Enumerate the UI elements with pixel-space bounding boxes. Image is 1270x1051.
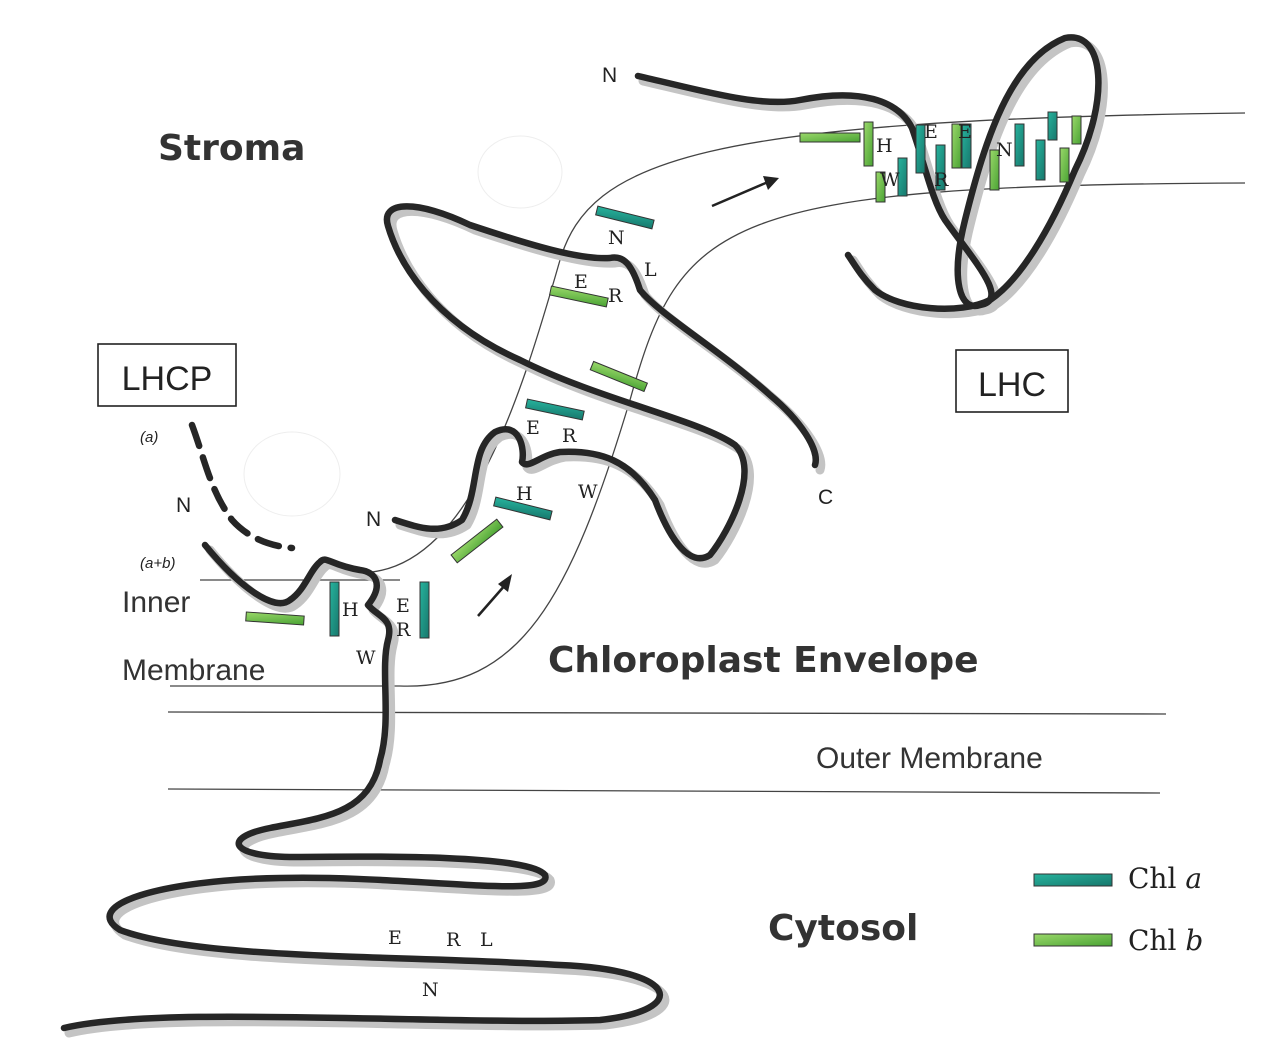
lhcp-label: LHCP (122, 360, 213, 398)
outer-membrane-top-line (167, 711, 1167, 715)
residue-h: H (876, 135, 893, 157)
residue-h: H (342, 599, 359, 621)
chl-a-bar (935, 144, 946, 191)
arrowhead-icon (763, 176, 779, 190)
n-terminus-lhcp: N (176, 494, 191, 517)
chl-a-bar (897, 157, 908, 197)
n-terminus-inner: N (366, 508, 381, 531)
residue-w: W (578, 481, 598, 503)
cytosol-label: Cytosol (768, 908, 918, 949)
residue-e: E (924, 121, 938, 143)
residue-r: R (396, 619, 411, 641)
chl-a-bar (961, 123, 972, 169)
inner-membrane-chain (383, 203, 819, 562)
lhcp-box: LHCP (97, 343, 237, 407)
cytosolic-unfolded-chain (60, 541, 664, 1032)
arrowhead-icon (498, 574, 512, 592)
stroma-blob (477, 135, 563, 209)
outer-membrane-bottom-line (167, 788, 1161, 794)
lhcp-blob (243, 431, 341, 517)
chl-b-bar (589, 360, 649, 393)
outer-membrane-label: Outer Membrane (816, 742, 1043, 775)
chl-a-bar (1014, 123, 1025, 167)
residue-w: W (880, 169, 900, 191)
inner-membrane-label-line1: Inner (122, 586, 190, 619)
chl-b-bar (450, 518, 504, 564)
membrane-lines (167, 112, 1246, 794)
residue-w: W (356, 647, 376, 669)
chl-a-bar (493, 496, 553, 521)
annotation-a-plus-b: (a+b) (140, 555, 175, 572)
residue-r: R (934, 169, 949, 191)
residue-n: N (608, 227, 625, 249)
residue-e: E (396, 595, 410, 617)
chl-b-bar (989, 149, 1000, 191)
residue-e: E (526, 417, 540, 439)
legend-chl-a-swatch (1033, 873, 1113, 887)
chlorophyll-bars (245, 111, 1082, 639)
legend-chl-b-swatch (1033, 933, 1113, 947)
legend: Chl a Chl b (1033, 862, 1203, 957)
residue-l: L (644, 259, 657, 281)
stroma-label: Stroma (158, 128, 305, 169)
lhcp-n-terminal-dashed (188, 421, 296, 552)
chl-a-bar (1047, 111, 1058, 141)
n-terminus-lhc: N (602, 64, 617, 87)
protein-chains (60, 34, 1102, 1032)
chl-a-bar (1035, 139, 1046, 181)
inner-membrane-label-line2: Membrane (122, 654, 265, 687)
chl-b-bar (951, 123, 962, 169)
residue-r: R (608, 285, 623, 307)
chl-b-bar (549, 285, 609, 308)
annotation-a: (a) (140, 429, 158, 446)
insertion-channel-outline (371, 112, 1246, 573)
chl-b-bar (1059, 147, 1070, 183)
c-terminus: C (818, 486, 833, 509)
residue-e: E (958, 121, 972, 143)
chl-b-bar (875, 171, 886, 203)
chl-a-bar (329, 581, 340, 637)
residue-r: R (562, 425, 577, 447)
residue-e: E (574, 271, 588, 293)
residue-h: H (516, 483, 533, 505)
chl-b-bar (863, 121, 874, 167)
chl-b-bar (245, 611, 305, 626)
lhc-label: LHC (978, 366, 1046, 404)
legend-chl-a-label: Chl a (1128, 862, 1202, 895)
chl-a-bar (419, 581, 430, 639)
chl-a-bar (595, 205, 655, 230)
lhc-box: LHC (955, 349, 1069, 413)
residue-l: L (480, 929, 493, 951)
fold-arrow (711, 180, 769, 208)
residue-n: N (422, 979, 439, 1001)
chl-b-bar (799, 132, 861, 143)
residue-r: R (446, 929, 461, 951)
chloroplast-envelope-label: Chloroplast Envelope (548, 640, 979, 681)
chl-a-bar (915, 124, 926, 174)
residue-n: N (996, 139, 1013, 161)
residue-e: E (388, 927, 402, 949)
legend-chl-b-label: Chl b (1128, 924, 1203, 957)
chl-b-bar (1071, 115, 1082, 145)
lhc-folded-chain (634, 34, 1102, 312)
insertion-channel-outline-lower (399, 182, 1246, 687)
arrows (477, 176, 779, 617)
chl-a-bar (525, 398, 585, 421)
import-arrow (477, 583, 507, 617)
